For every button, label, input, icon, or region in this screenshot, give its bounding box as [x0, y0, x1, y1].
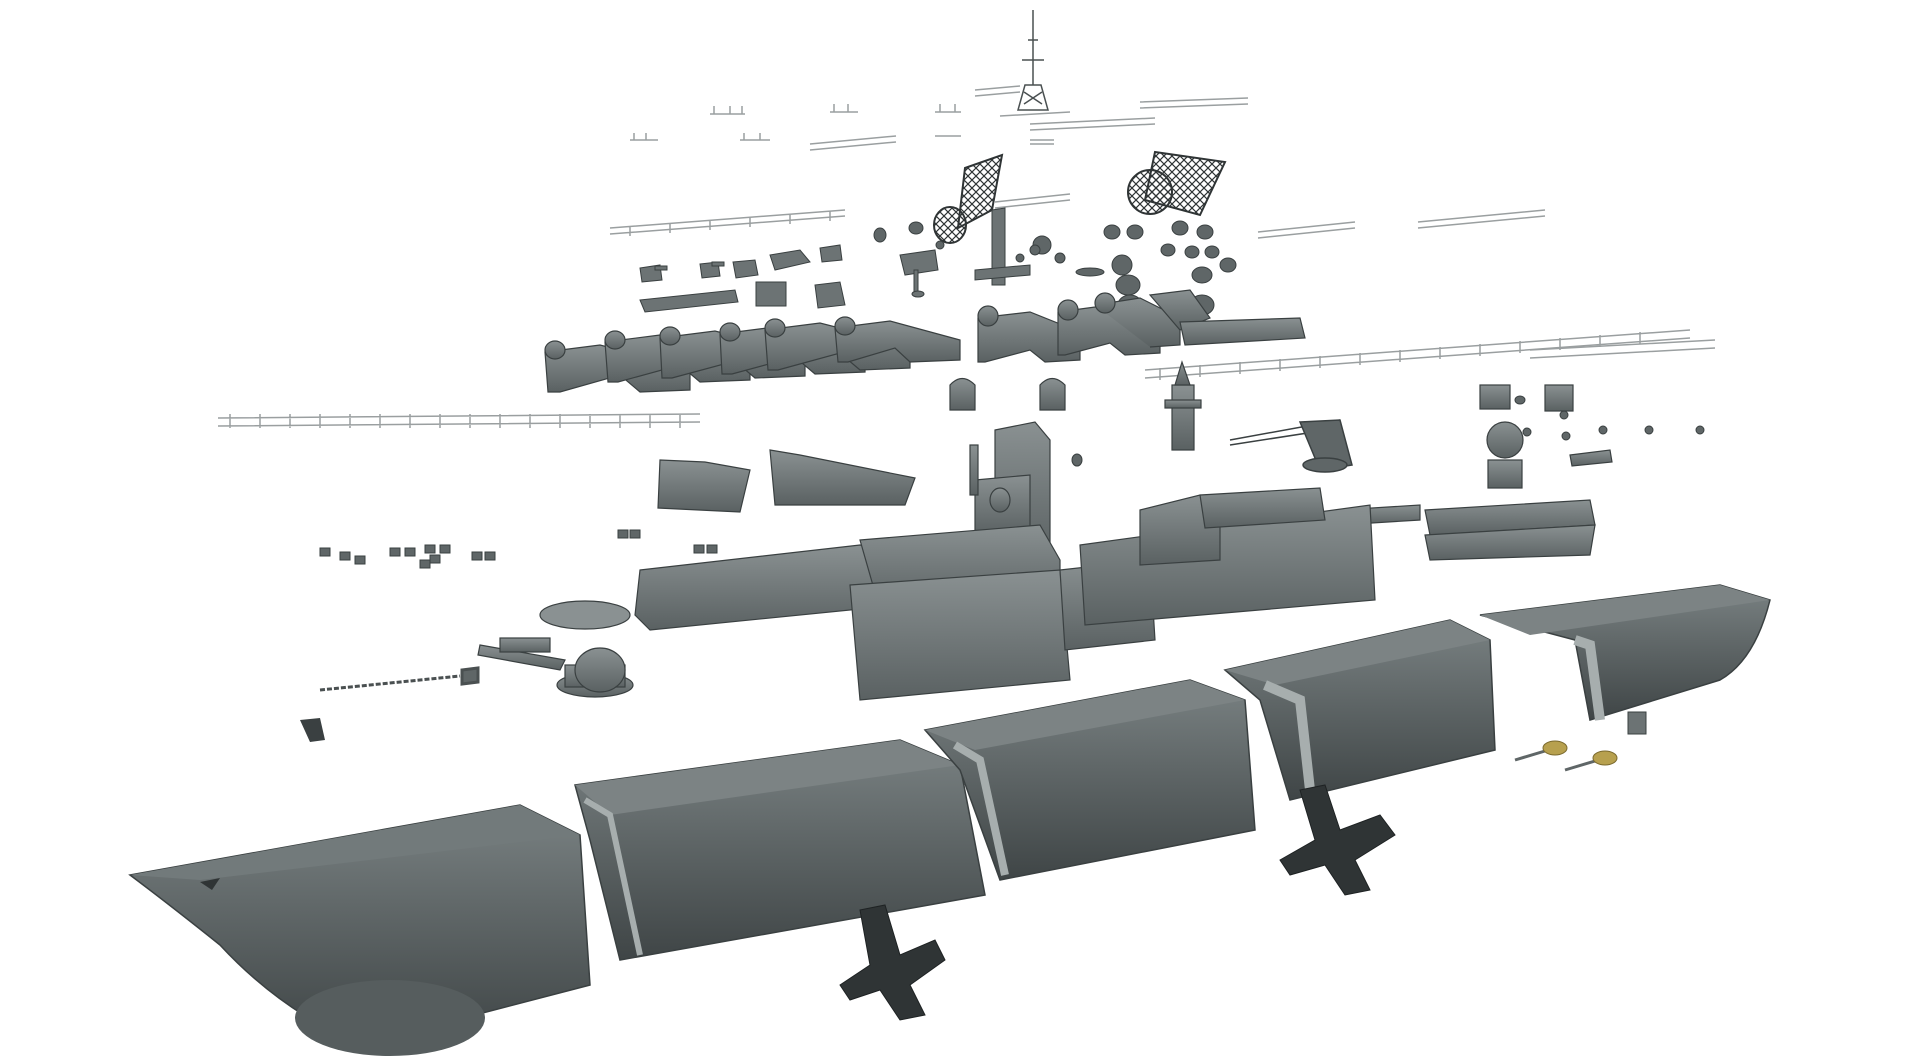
main-gun-turret — [477, 637, 634, 698]
railing-long-right — [1144, 329, 1691, 380]
hull-stern-section — [1479, 584, 1771, 721]
small-gun-mounts — [639, 207, 1031, 313]
railing-top-1 — [1139, 97, 1249, 109]
gun-barrel-assemblies-center — [977, 289, 1306, 363]
turret-domes — [949, 377, 1066, 411]
hull-section-2 — [574, 739, 986, 961]
railing-long-left — [217, 413, 701, 428]
small-fittings — [873, 220, 1705, 467]
railing-top-6 — [994, 193, 1071, 209]
hull-section-3 — [923, 679, 1256, 881]
anchor-chain — [319, 666, 480, 692]
bridge-deck-assembly — [849, 487, 1376, 701]
railing-right-2 — [1529, 339, 1716, 359]
propeller-shafts — [1514, 711, 1647, 772]
radar-lattice-left — [933, 153, 1004, 244]
railing-small-3 — [740, 133, 770, 141]
railing-top-4 — [999, 111, 1071, 117]
bridge-tower — [969, 421, 1051, 561]
railing-top-3 — [809, 135, 897, 151]
gun-barrel-assemblies-left — [544, 316, 961, 393]
crane-part — [1229, 419, 1353, 473]
hull-bow-section — [128, 804, 591, 1056]
bollard-parts — [319, 529, 718, 569]
railing-mid-left — [609, 209, 846, 236]
railing-small-2 — [630, 133, 658, 141]
railing-mid-right-2 — [1417, 209, 1546, 229]
railing-mid-right-1 — [1257, 221, 1356, 239]
railing-small-4 — [830, 104, 858, 113]
railing-small-7 — [1030, 139, 1054, 145]
forward-deckhouse — [539, 544, 901, 631]
display-stand-right — [1279, 784, 1396, 896]
anchor-part — [300, 718, 325, 742]
light-tower — [1164, 360, 1202, 451]
funnel-covers — [657, 449, 916, 513]
railing-top-5 — [974, 85, 1021, 97]
display-stand-left — [839, 904, 946, 1021]
aft-superstructure-parts — [1339, 384, 1613, 561]
mast-part — [1017, 10, 1049, 111]
railing-small-5 — [935, 104, 961, 113]
railing-small-1 — [710, 106, 745, 115]
radar-lattice-right — [1127, 150, 1227, 217]
railing-top-2 — [1029, 117, 1156, 131]
hull-section-4 — [1223, 619, 1496, 801]
railing-parts — [217, 85, 1716, 428]
